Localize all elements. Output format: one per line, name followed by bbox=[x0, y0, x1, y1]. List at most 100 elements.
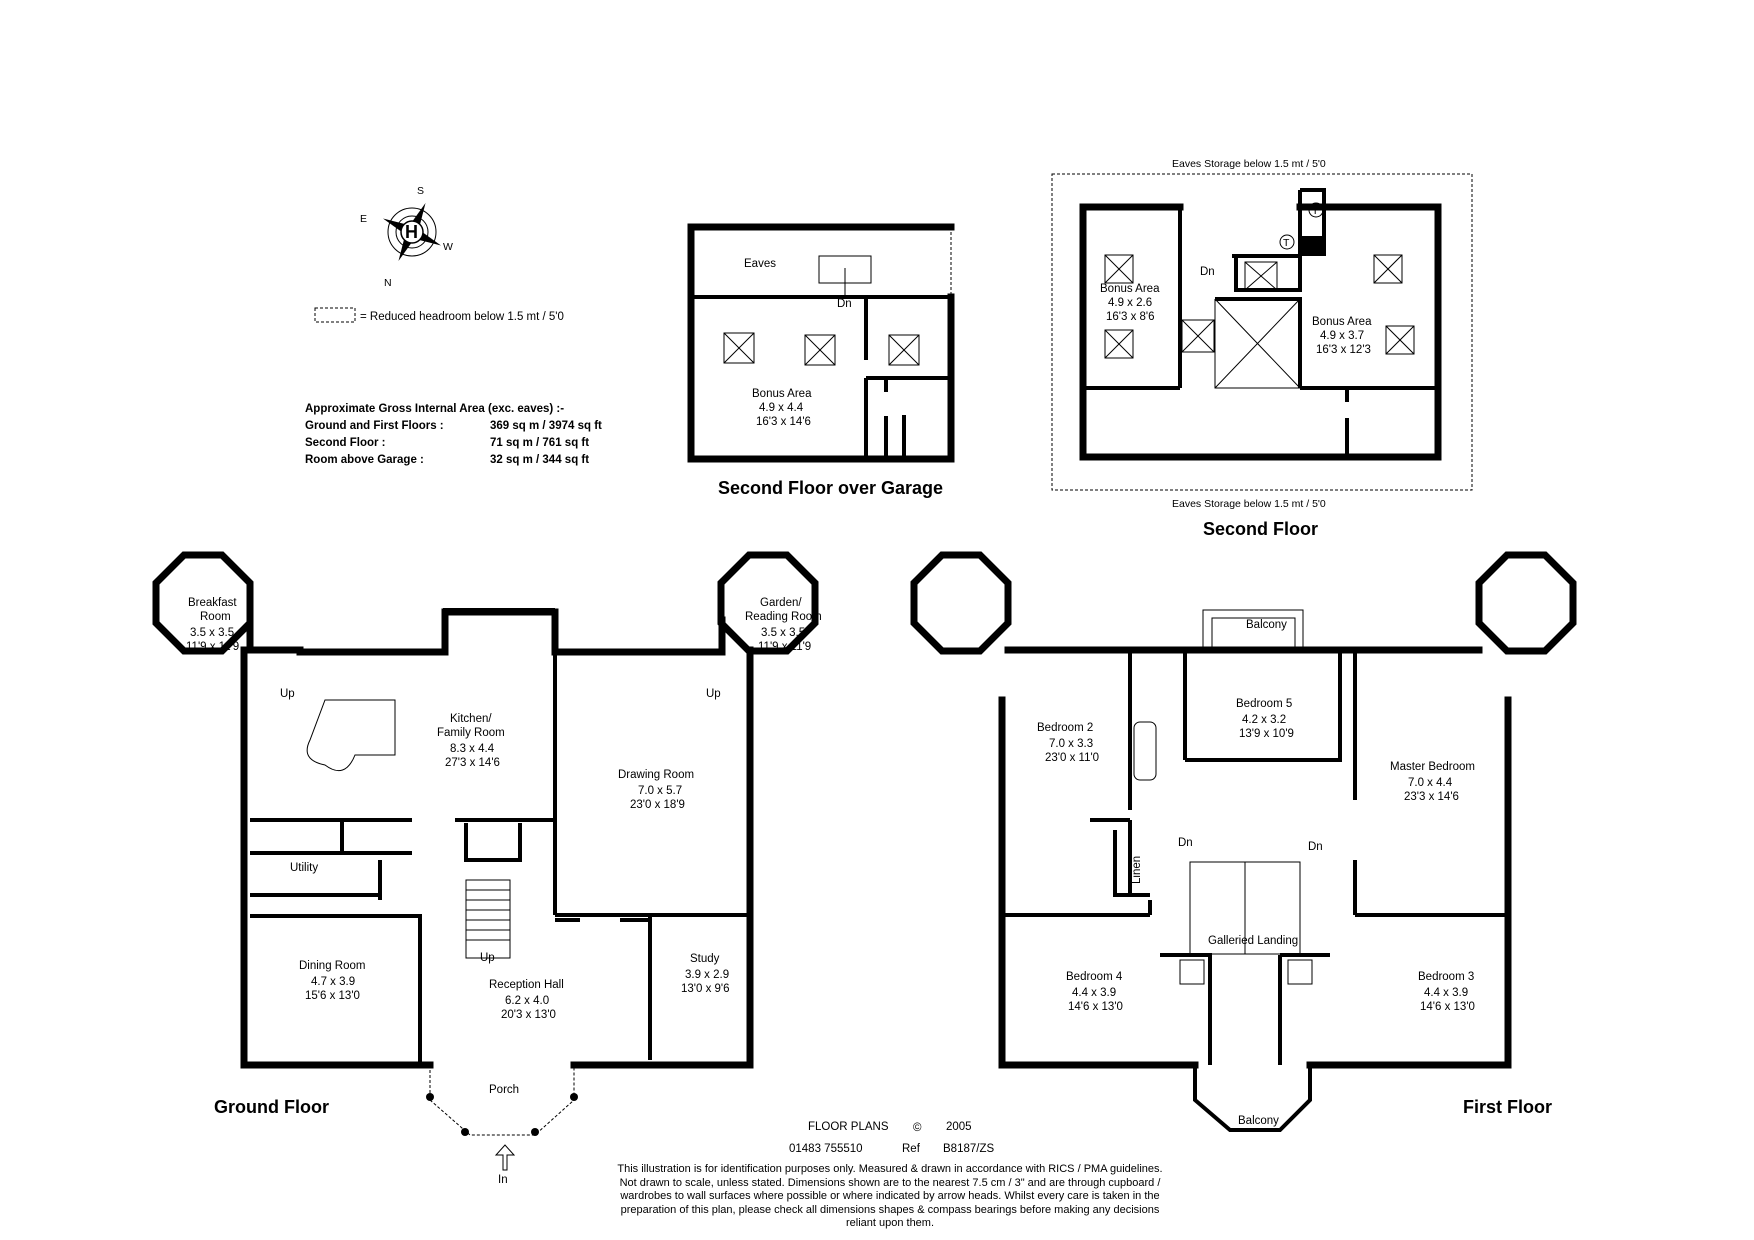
footer-year: 2005 bbox=[946, 1121, 972, 1133]
garden-imperial: 11'9 x 11'9 bbox=[758, 641, 811, 653]
drawing-imperial: 23'0 x 18'9 bbox=[630, 799, 685, 811]
reception-metric: 6.2 x 4.0 bbox=[505, 995, 549, 1007]
first-floor-plan: Balcony Bedroom 2 7.0 x 3.3 23'0 x 11'0 … bbox=[910, 551, 1577, 1132]
kitchen-metric: 8.3 x 4.4 bbox=[450, 743, 495, 755]
compass-letter-s: S bbox=[417, 185, 424, 197]
area-summary: Approximate Gross Internal Area (exc. ea… bbox=[305, 403, 602, 466]
second-bonus-right-metric: 4.9 x 3.7 bbox=[1320, 330, 1364, 342]
second-bonus-left-name: Bonus Area bbox=[1100, 283, 1160, 295]
garage-bonus-imperial: 16'3 x 14'6 bbox=[756, 416, 811, 428]
footer-ref-label: Ref bbox=[902, 1143, 921, 1155]
linen-label: Linen bbox=[1131, 856, 1143, 884]
second-floor-plan: Eaves Storage below 1.5 mt / 5'0 Eaves S… bbox=[1051, 158, 1473, 539]
area-label-ground-first: Ground and First Floors : bbox=[305, 420, 444, 432]
landing-label: Galleried Landing bbox=[1208, 935, 1298, 947]
bed5-imperial: 13'9 x 10'9 bbox=[1239, 728, 1294, 740]
utility-label: Utility bbox=[290, 862, 318, 874]
area-value-second: 71 sq m / 761 sq ft bbox=[490, 437, 589, 449]
footer-credits: FLOOR PLANS © 2005 01483 755510 Ref B818… bbox=[789, 1121, 994, 1155]
compass-letter-w: W bbox=[443, 241, 453, 253]
bed2-name: Bedroom 2 bbox=[1037, 722, 1093, 734]
master-name: Master Bedroom bbox=[1390, 761, 1475, 773]
porch-label: Porch bbox=[489, 1084, 519, 1096]
garden-name-2: Reading Room bbox=[745, 611, 822, 623]
title-first-floor: First Floor bbox=[1463, 1097, 1552, 1117]
dn-label-left: Dn bbox=[1178, 837, 1193, 849]
bed4-imperial: 14'6 x 13'0 bbox=[1068, 1001, 1123, 1013]
in-label: In bbox=[498, 1174, 508, 1186]
reception-imperial: 20'3 x 13'0 bbox=[501, 1009, 556, 1021]
second-eaves-bottom: Eaves Storage below 1.5 mt / 5'0 bbox=[1172, 498, 1326, 510]
footer-copyright: © bbox=[913, 1122, 922, 1134]
kitchen-imperial: 27'3 x 14'6 bbox=[445, 757, 500, 769]
breakfast-imperial: 11'9 x 11'9 bbox=[186, 641, 239, 653]
tank-label-a: T bbox=[1283, 237, 1290, 249]
area-value-ground-first: 369 sq m / 3974 sq ft bbox=[490, 420, 602, 432]
bed2-metric: 7.0 x 3.3 bbox=[1049, 738, 1093, 750]
second-bonus-right-name: Bonus Area bbox=[1312, 316, 1372, 328]
disclaimer-line-1: This illustration is for identification … bbox=[617, 1163, 1163, 1175]
bed3-metric: 4.4 x 3.9 bbox=[1424, 987, 1468, 999]
garage-dn-label: Dn bbox=[837, 298, 852, 310]
garage-bonus-metric: 4.9 x 4.4 bbox=[759, 402, 804, 414]
disclaimer-line-5: reliant upon them. bbox=[845, 1217, 935, 1229]
compass-rose: H S E W N bbox=[360, 185, 453, 289]
compass-center-letter: H bbox=[405, 222, 418, 242]
bed5-metric: 4.2 x 3.2 bbox=[1242, 714, 1286, 726]
second-bonus-right-imperial: 16'3 x 12'3 bbox=[1316, 344, 1371, 356]
master-metric: 7.0 x 4.4 bbox=[1408, 777, 1453, 789]
breakfast-metric: 3.5 x 3.5 bbox=[190, 627, 234, 639]
dining-imperial: 15'6 x 13'0 bbox=[305, 990, 360, 1002]
dining-name: Dining Room bbox=[299, 960, 365, 972]
drawing-name: Drawing Room bbox=[618, 769, 694, 781]
bed3-name: Bedroom 3 bbox=[1418, 971, 1474, 983]
tank-label-b: T bbox=[1312, 205, 1319, 217]
study-metric: 3.9 x 2.9 bbox=[685, 969, 729, 981]
footer-phone: 01483 755510 bbox=[789, 1143, 863, 1155]
up-label-breakfast: Up bbox=[280, 688, 295, 700]
study-imperial: 13'0 x 9'6 bbox=[681, 983, 730, 995]
kitchen-name-1: Kitchen/ bbox=[450, 713, 492, 725]
dn-label-right: Dn bbox=[1308, 841, 1323, 853]
garage-floor-plan: Eaves Dn Bonus Area 4.9 x 4.4 16'3 x 14'… bbox=[687, 223, 955, 498]
up-label-stairs: Up bbox=[480, 952, 495, 964]
disclaimer-line-3: wardrobes to wall surfaces where possibl… bbox=[620, 1190, 1160, 1202]
dining-metric: 4.7 x 3.9 bbox=[311, 976, 355, 988]
area-label-garage: Room above Garage : bbox=[305, 454, 424, 466]
legend-text: = Reduced headroom below 1.5 mt / 5'0 bbox=[360, 311, 564, 323]
disclaimer-line-4: preparation of this plan, please check a… bbox=[620, 1203, 1160, 1216]
reception-name: Reception Hall bbox=[489, 979, 564, 991]
disclaimer: This illustration is for identification … bbox=[600, 1163, 1180, 1231]
disclaimer-line-2: Not drawn to scale, unless stated. Dimen… bbox=[619, 1176, 1161, 1189]
garage-bonus-name: Bonus Area bbox=[752, 388, 812, 400]
master-imperial: 23'3 x 14'6 bbox=[1404, 791, 1459, 803]
second-eaves-top: Eaves Storage below 1.5 mt / 5'0 bbox=[1172, 158, 1326, 170]
ground-floor-plan: Breakfast Room 3.5 x 3.5 11'9 x 11'9 Gar… bbox=[152, 551, 822, 1186]
bed5-name: Bedroom 5 bbox=[1236, 698, 1292, 710]
legend-dashed-swatch bbox=[314, 307, 356, 323]
bed4-metric: 4.4 x 3.9 bbox=[1072, 987, 1116, 999]
area-label-second: Second Floor : bbox=[305, 437, 386, 449]
area-heading: Approximate Gross Internal Area (exc. ea… bbox=[305, 403, 564, 415]
second-bonus-left-metric: 4.9 x 2.6 bbox=[1108, 297, 1152, 309]
garden-name-1: Garden/ bbox=[760, 597, 802, 609]
drawing-metric: 7.0 x 5.7 bbox=[638, 785, 682, 797]
compass-letter-e: E bbox=[360, 213, 367, 225]
up-label-garden: Up bbox=[706, 688, 721, 700]
title-ground-floor: Ground Floor bbox=[214, 1097, 329, 1117]
kitchen-name-2: Family Room bbox=[437, 727, 505, 739]
garden-metric: 3.5 x 3.5 bbox=[761, 627, 805, 639]
title-second-floor: Second Floor bbox=[1203, 519, 1318, 539]
bed3-imperial: 14'6 x 13'0 bbox=[1420, 1001, 1475, 1013]
bed4-name: Bedroom 4 bbox=[1066, 971, 1123, 983]
study-name: Study bbox=[690, 953, 720, 965]
footer-brand: FLOOR PLANS bbox=[808, 1121, 889, 1133]
compass-letter-n: N bbox=[384, 277, 392, 289]
garage-eaves-label: Eaves bbox=[744, 258, 776, 270]
footer-ref: B8187/ZS bbox=[943, 1143, 994, 1155]
breakfast-name-2: Room bbox=[200, 611, 231, 623]
breakfast-name-1: Breakfast bbox=[188, 597, 237, 609]
balcony-top-label: Balcony bbox=[1246, 619, 1287, 631]
second-bonus-left-imperial: 16'3 x 8'6 bbox=[1106, 311, 1155, 323]
